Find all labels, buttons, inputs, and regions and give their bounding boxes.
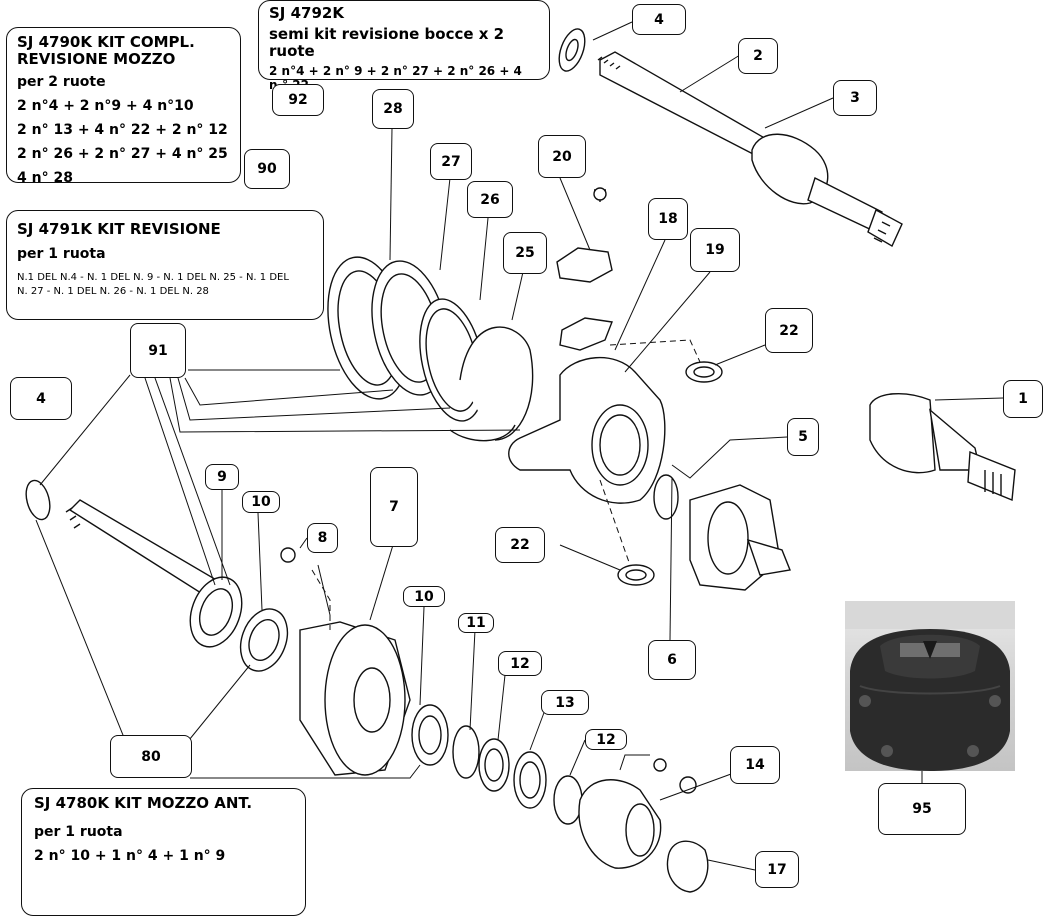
- callout-22-upper: 22: [765, 308, 813, 353]
- callout-4-left: 4: [10, 377, 72, 420]
- bearing-10-left: [239, 608, 289, 672]
- callout-25: 25: [503, 232, 547, 274]
- callout-22-lower: 22: [495, 527, 545, 563]
- callout-2: 2: [738, 38, 778, 74]
- nut-12: [478, 738, 510, 792]
- kit-sj4790-title-2: REVISIONE MOZZO: [17, 50, 176, 68]
- upper-seal-ring: [558, 28, 586, 72]
- hub-photo: [845, 601, 1015, 771]
- leader-lines: [35, 21, 1004, 871]
- bearing-22-upper: [685, 361, 723, 383]
- kit-sj4790-line-1: 2 n°4 + 2 n°9 + 4 n°10: [17, 98, 194, 114]
- callout-91: 91: [130, 323, 186, 378]
- callout-11: 11: [458, 613, 494, 633]
- wheel-hub: [280, 547, 411, 776]
- hub-cap: [666, 840, 709, 893]
- callout-95: 95: [878, 783, 966, 835]
- assembly-lines: [311, 339, 701, 630]
- bearing-22-lower: [617, 564, 655, 586]
- callout-20: 20: [538, 135, 586, 178]
- callout-27: 27: [430, 143, 472, 180]
- kit-sj4790-line-4: 4 n° 28: [17, 170, 73, 186]
- kit-sj4791-line-1: N.1 DEL N.4 - N. 1 DEL N. 9 - N. 1 DEL N…: [17, 272, 289, 283]
- callout-8: 8: [307, 523, 338, 553]
- callout-14: 14: [730, 746, 780, 784]
- upper-drive-shaft: [597, 51, 903, 247]
- callout-92: 92: [272, 84, 324, 116]
- kit-sj4790-line-3: 2 n° 26 + 2 n° 27 + 4 n° 25: [17, 146, 228, 162]
- callout-1: 1: [1003, 380, 1043, 418]
- callout-26: 26: [467, 181, 513, 218]
- lower-drive-shaft: [25, 479, 227, 601]
- kit-sj4790-subtitle: per 2 ruote: [17, 74, 106, 90]
- kit-sj4791-line-2: N. 27 - N. 1 DEL N. 26 - N. 1 DEL N. 28: [17, 286, 209, 297]
- lock-washer-13: [513, 751, 547, 809]
- spacer-rings: [327, 256, 534, 442]
- callout-19: 19: [690, 228, 740, 272]
- seal-9: [189, 576, 243, 648]
- callout-12-upper: 12: [498, 651, 542, 676]
- callout-5: 5: [787, 418, 819, 456]
- drive-flange: [578, 758, 697, 869]
- steering-knuckle: [508, 187, 666, 504]
- free-wheel-hub-icon: [845, 601, 1015, 771]
- callout-4-top: 4: [632, 4, 686, 35]
- callout-6: 6: [648, 640, 696, 680]
- wheel-spindle: [653, 474, 791, 591]
- kit-sj4780-title: SJ 4780K KIT MOZZO ANT.: [34, 794, 253, 812]
- kit-sj4791-title: SJ 4791K KIT REVISIONE: [17, 220, 221, 238]
- callout-28: 28: [372, 89, 414, 129]
- callout-13: 13: [541, 690, 589, 715]
- callout-17: 17: [755, 851, 799, 888]
- bearing-10-right: [411, 704, 449, 766]
- callout-7: 7: [370, 467, 418, 547]
- kit-sj4790-box: SJ 4790K KIT COMPL. REVISIONE MOZZO per …: [6, 27, 241, 186]
- kit-sj4780-subtitle: per 1 ruota: [34, 824, 123, 840]
- kit-sj4780-line: 2 n° 10 + 1 n° 4 + 1 n° 9: [34, 848, 226, 864]
- callout-18: 18: [648, 198, 688, 240]
- callout-12-lower: 12: [585, 729, 627, 750]
- kit-sj4792-box: SJ 4792K semi kit revisione bocce x 2 ru…: [258, 0, 550, 92]
- kit-sj4792-title: SJ 4792K: [269, 4, 344, 22]
- kit-sj4790-title: SJ 4790K KIT COMPL.: [17, 33, 195, 51]
- callout-10-left: 10: [242, 491, 280, 513]
- callout-10-right: 10: [403, 586, 445, 607]
- kit-sj4791-box: SJ 4791K KIT REVISIONE per 1 ruota N.1 D…: [6, 210, 324, 320]
- nut-12-outer: [553, 775, 583, 825]
- callout-3: 3: [833, 80, 877, 116]
- kit-sj4780-box: SJ 4780K KIT MOZZO ANT. per 1 ruota 2 n°…: [21, 788, 306, 916]
- callout-9: 9: [205, 464, 239, 490]
- kit-sj4792-subtitle: semi kit revisione bocce x 2 ruote: [269, 25, 505, 60]
- kit-sj4790-line-2: 2 n° 13 + 4 n° 22 + 2 n° 12: [17, 122, 228, 138]
- outer-joint: [869, 392, 1016, 502]
- callout-90: 90: [244, 149, 290, 189]
- kit-sj4791-subtitle: per 1 ruota: [17, 246, 106, 262]
- callout-80: 80: [110, 735, 192, 778]
- washer-11: [452, 725, 480, 779]
